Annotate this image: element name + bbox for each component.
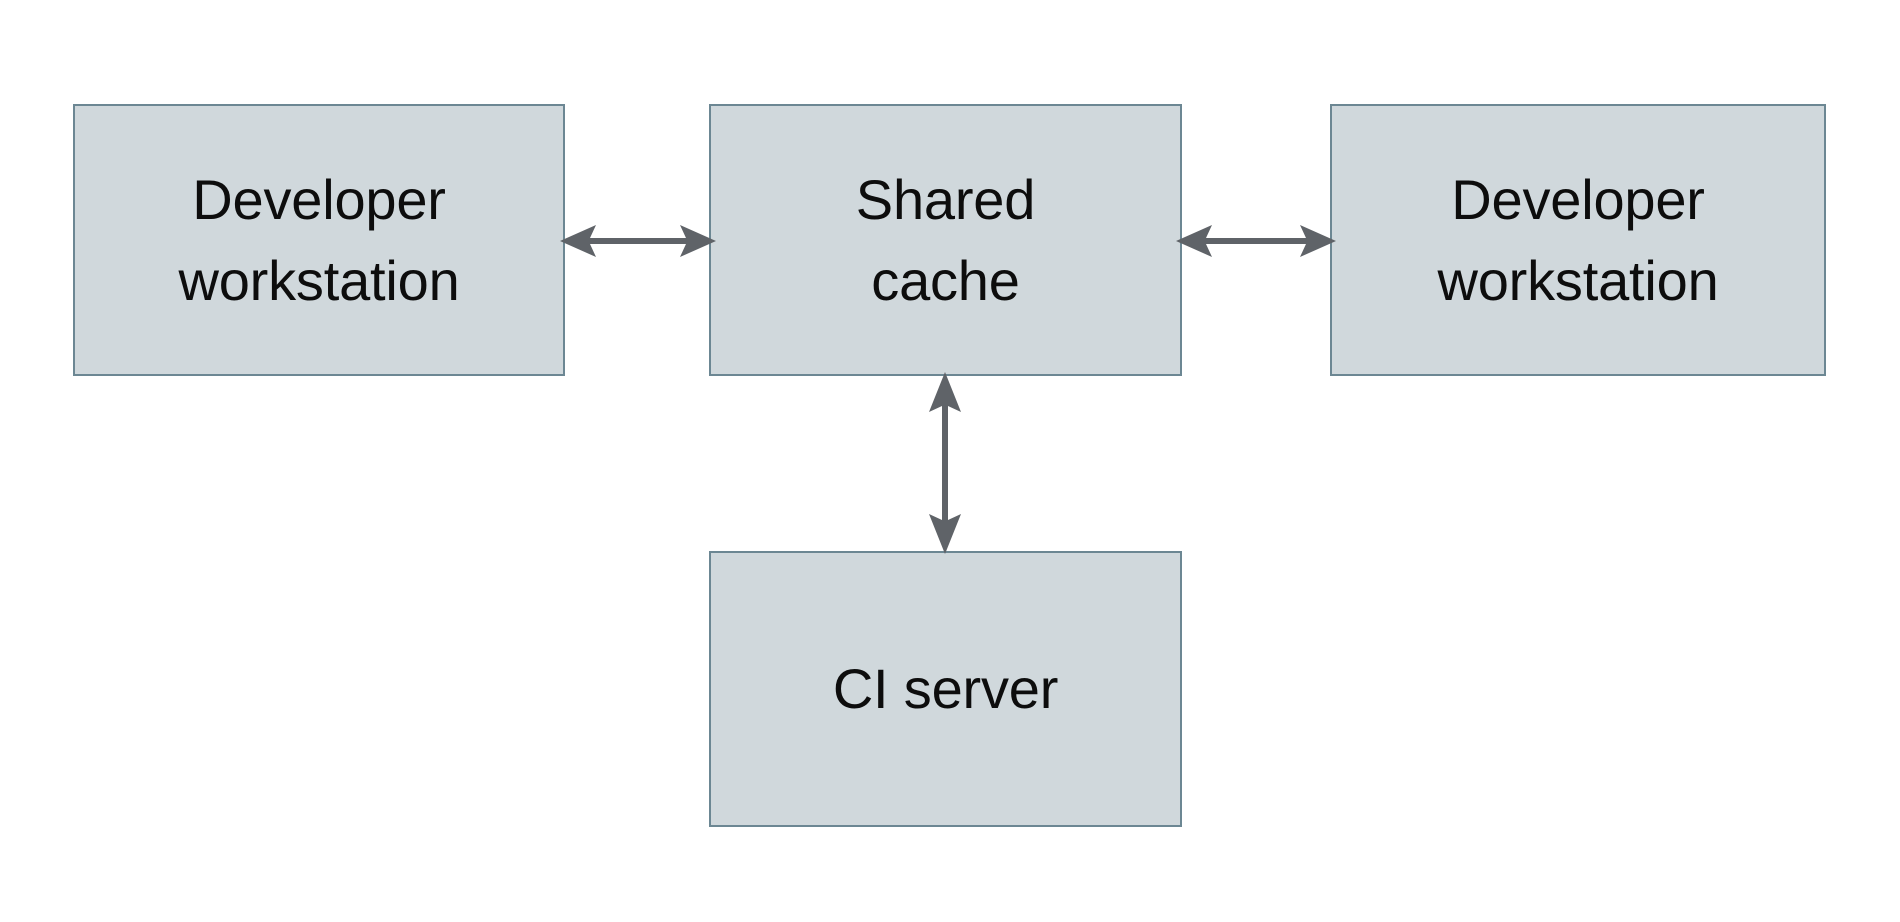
connector-dev-left-to-shared-cache[interactable] <box>560 212 716 270</box>
node-label: CI server <box>832 657 1059 721</box>
node-label: Developer workstation <box>178 167 460 312</box>
arrowhead-left-icon <box>560 225 716 257</box>
arrowhead-right-icon <box>1176 225 1336 257</box>
node-label: Developer workstation <box>1437 167 1719 312</box>
node-developer-workstation-right[interactable]: Developer workstation <box>1330 104 1826 376</box>
connector-shared-cache-to-dev-right[interactable] <box>1176 212 1336 270</box>
node-ci-server[interactable]: CI server <box>709 551 1182 827</box>
connector-ci-server-to-shared-cache[interactable] <box>916 372 974 554</box>
arrowhead-vertical-icon <box>929 372 961 554</box>
node-developer-workstation-left[interactable]: Developer workstation <box>73 104 565 376</box>
node-label: Shared cache <box>855 167 1036 312</box>
node-shared-cache[interactable]: Shared cache <box>709 104 1182 376</box>
